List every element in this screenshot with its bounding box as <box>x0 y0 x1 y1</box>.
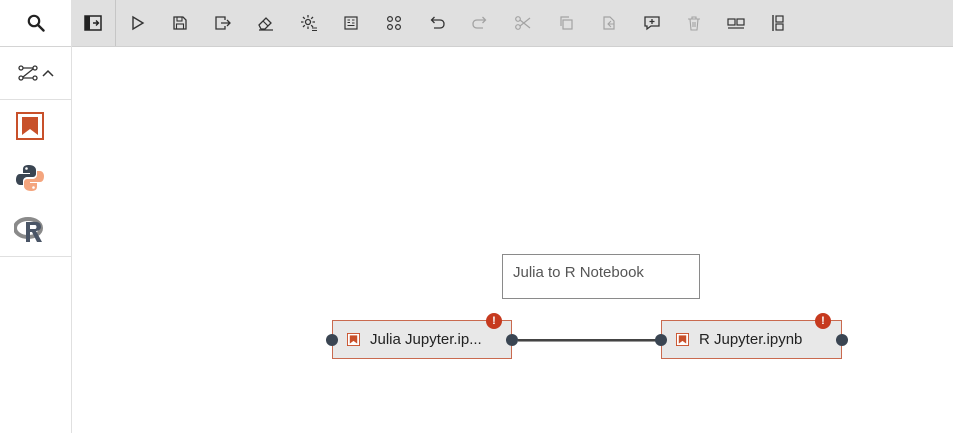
undo-icon <box>430 16 445 29</box>
palette-search-button[interactable] <box>0 0 71 47</box>
palette-item-r[interactable] <box>10 210 50 250</box>
chevron-up-icon <box>41 69 54 77</box>
pipeline-toolbar <box>72 0 953 47</box>
arrange-horizontal-button[interactable] <box>722 9 750 37</box>
paste-icon <box>603 16 615 30</box>
pipeline-canvas[interactable]: Julia to R Notebook Julia Jupyter.ip... … <box>72 47 953 433</box>
input-port[interactable] <box>655 334 667 346</box>
delete-button[interactable] <box>680 9 708 37</box>
python-icon <box>16 165 44 191</box>
error-badge-icon[interactable]: ! <box>815 313 831 329</box>
save-icon <box>173 16 187 30</box>
clear-pipeline-button[interactable] <box>252 9 280 37</box>
r-icon <box>14 217 43 242</box>
jupyter-notebook-icon <box>16 112 44 140</box>
sidebar-toggle-icon <box>84 15 102 31</box>
toolbar-separator <box>115 0 116 46</box>
save-pipeline-button[interactable] <box>166 9 194 37</box>
node-label: Julia Jupyter.ip... <box>370 331 482 348</box>
jupyter-notebook-icon <box>676 333 689 346</box>
error-badge-icon[interactable]: ! <box>486 313 502 329</box>
play-icon <box>132 15 145 31</box>
palette-divider <box>0 256 71 257</box>
redo-icon <box>472 16 487 29</box>
pipeline-properties-button[interactable] <box>295 9 323 37</box>
output-port[interactable] <box>506 334 518 346</box>
delete-icon <box>688 16 700 31</box>
components-icon <box>386 15 402 31</box>
export-pipeline-button[interactable] <box>209 9 237 37</box>
pipeline-node-r[interactable]: R Jupyter.ipynb ! <box>655 313 848 359</box>
paste-button[interactable] <box>595 9 623 37</box>
settings-icon <box>301 15 317 32</box>
arrange-vertical-icon <box>772 15 784 31</box>
output-port[interactable] <box>836 334 848 346</box>
node-link-shadow <box>518 341 661 342</box>
toggle-sidebar-button[interactable] <box>79 9 107 37</box>
add-comment-button[interactable] <box>638 9 666 37</box>
pipeline-comment[interactable]: Julia to R Notebook <box>502 254 700 299</box>
run-pipeline-button[interactable] <box>124 9 152 37</box>
cut-button[interactable] <box>509 9 537 37</box>
export-icon <box>215 16 231 30</box>
pipeline-nodes-icon <box>17 65 38 81</box>
node-palette <box>0 0 72 433</box>
runtimes-button[interactable] <box>337 9 365 37</box>
search-icon <box>27 14 45 32</box>
undo-button[interactable] <box>423 9 451 37</box>
palette-item-notebook[interactable] <box>10 106 50 146</box>
eraser-icon <box>258 17 273 31</box>
palette-category-toggle[interactable] <box>0 47 71 100</box>
input-port[interactable] <box>326 334 338 346</box>
copy-button[interactable] <box>552 9 580 37</box>
arrange-vertical-button[interactable] <box>764 9 792 37</box>
components-button[interactable] <box>380 9 408 37</box>
runtimes-icon <box>344 16 358 30</box>
cut-icon <box>515 16 531 30</box>
redo-button[interactable] <box>466 9 494 37</box>
pipeline-node-julia[interactable]: Julia Jupyter.ip... ! <box>326 313 518 359</box>
add-comment-icon <box>644 16 660 31</box>
palette-item-python[interactable] <box>10 158 50 198</box>
jupyter-notebook-icon <box>347 333 360 346</box>
arrange-horizontal-icon <box>727 18 745 29</box>
node-label: R Jupyter.ipynb <box>699 331 803 348</box>
node-link[interactable] <box>518 339 661 341</box>
copy-icon <box>560 16 573 30</box>
